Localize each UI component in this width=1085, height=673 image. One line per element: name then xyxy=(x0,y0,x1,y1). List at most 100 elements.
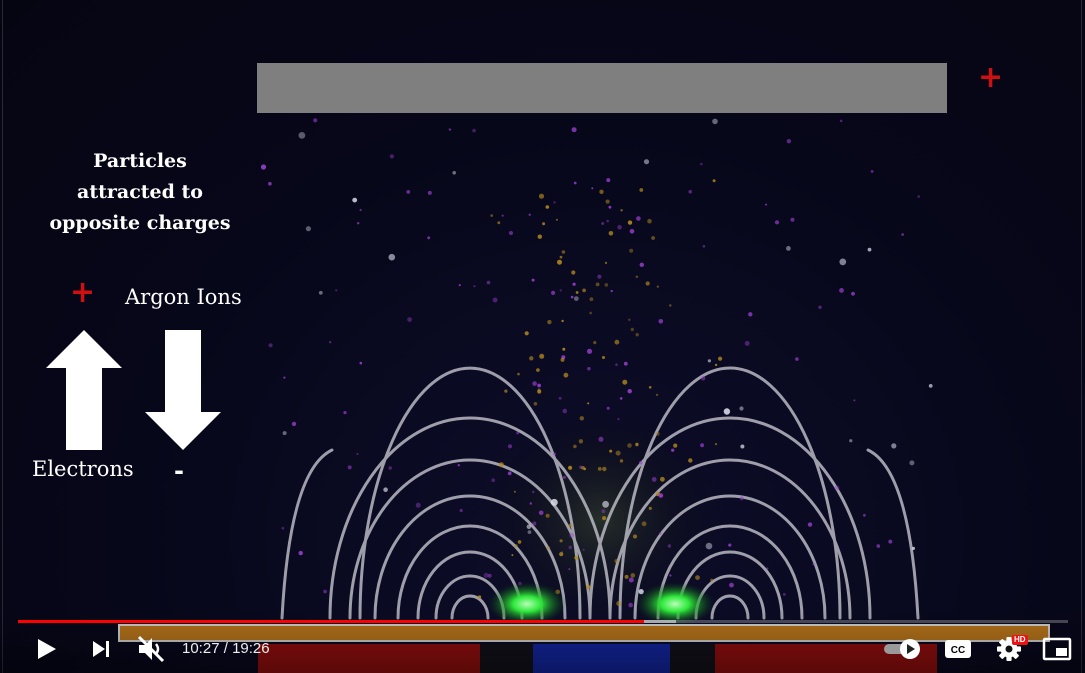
particle xyxy=(527,530,532,534)
closed-captions-icon: CC xyxy=(945,640,971,658)
particle xyxy=(537,383,541,388)
field-line-arc xyxy=(396,524,544,620)
particle xyxy=(628,318,631,321)
particle xyxy=(645,281,650,286)
particle xyxy=(782,593,786,596)
particle xyxy=(606,406,610,410)
particle xyxy=(623,361,628,366)
particle xyxy=(501,214,504,217)
particle xyxy=(406,190,411,194)
particle xyxy=(627,443,632,448)
field-line-arc xyxy=(866,448,920,620)
particle xyxy=(537,389,542,394)
particle xyxy=(648,506,652,510)
closed-captions-button[interactable]: CC xyxy=(942,634,974,664)
particle xyxy=(561,250,566,254)
particle-cloud xyxy=(260,118,933,608)
particle xyxy=(573,296,579,301)
particle xyxy=(598,436,604,442)
particle xyxy=(517,372,520,376)
particle xyxy=(318,290,323,295)
particle xyxy=(739,406,744,411)
particle xyxy=(574,555,579,560)
particle xyxy=(579,416,584,421)
miniplayer-button[interactable] xyxy=(1040,634,1074,664)
particle xyxy=(605,199,610,204)
particle xyxy=(911,546,916,551)
particle xyxy=(587,367,591,371)
particle xyxy=(604,261,608,264)
magnet-gap-left xyxy=(480,644,533,673)
particle xyxy=(545,205,550,209)
particle xyxy=(839,288,844,293)
particle xyxy=(291,421,297,427)
particle xyxy=(851,291,855,296)
particle xyxy=(714,443,718,446)
play-icon xyxy=(38,639,56,659)
particle xyxy=(537,234,542,239)
particle xyxy=(639,188,644,192)
mute-button[interactable] xyxy=(134,632,168,666)
particle xyxy=(901,233,904,236)
particle xyxy=(539,353,545,359)
particle xyxy=(487,573,492,578)
particle xyxy=(558,396,562,400)
particle xyxy=(608,205,612,209)
particle xyxy=(561,319,564,323)
particle xyxy=(629,229,635,234)
particle xyxy=(528,213,531,216)
particle xyxy=(511,554,514,557)
particle xyxy=(586,348,593,354)
particle xyxy=(298,550,303,556)
particle xyxy=(560,357,565,362)
particle xyxy=(547,319,552,325)
caption-title: Particles attracted to opposite charges xyxy=(40,146,240,239)
plasma-glow-left xyxy=(487,582,567,626)
particle xyxy=(928,384,933,388)
particle xyxy=(671,448,675,452)
progress-bar[interactable] xyxy=(18,620,1068,623)
particle xyxy=(839,119,843,123)
argon-ions-label: Argon Ions xyxy=(125,285,242,309)
particle xyxy=(630,327,634,332)
particle xyxy=(602,356,605,359)
particle xyxy=(619,459,624,463)
particle xyxy=(538,510,544,516)
particle xyxy=(343,411,347,415)
particle xyxy=(591,187,594,190)
particle xyxy=(282,431,287,436)
autoplay-toggle[interactable] xyxy=(882,636,924,662)
particle xyxy=(695,575,700,580)
particle xyxy=(627,389,632,394)
particle xyxy=(516,431,520,435)
particle xyxy=(786,246,791,251)
particle xyxy=(917,195,920,198)
particle xyxy=(557,259,562,265)
particle xyxy=(647,218,652,224)
particle xyxy=(628,577,634,583)
particle xyxy=(542,222,546,226)
plate-plus-sign: + xyxy=(978,60,1004,95)
particle xyxy=(473,285,476,288)
particle xyxy=(575,291,579,294)
particle xyxy=(615,450,621,456)
particle xyxy=(570,295,574,299)
particle xyxy=(562,475,567,479)
particle xyxy=(490,214,494,217)
next-button[interactable] xyxy=(86,634,116,664)
particle xyxy=(651,477,657,482)
play-button[interactable] xyxy=(32,634,62,664)
particle xyxy=(870,170,874,173)
particle xyxy=(509,231,513,235)
particle xyxy=(656,285,659,288)
particle xyxy=(729,582,734,588)
particle xyxy=(614,339,620,345)
particle xyxy=(849,439,853,443)
particle xyxy=(622,379,628,385)
particle xyxy=(602,466,607,472)
particle xyxy=(818,305,822,309)
target-plate xyxy=(118,624,1050,642)
particle xyxy=(268,181,272,186)
particle xyxy=(655,393,659,397)
